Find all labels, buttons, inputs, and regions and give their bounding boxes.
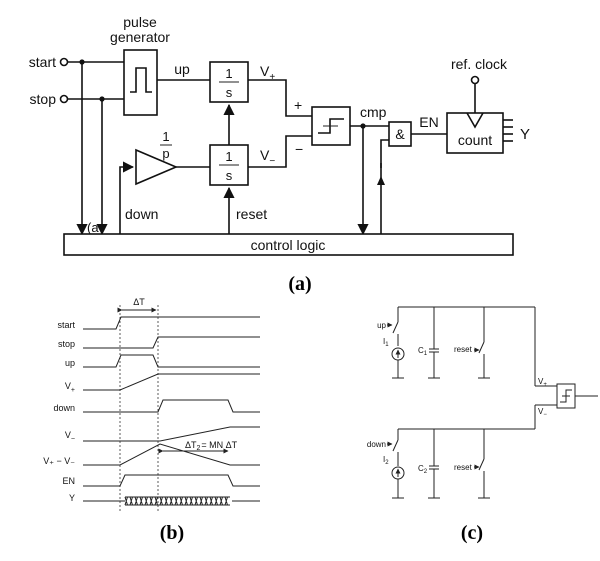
row-label-en: EN bbox=[62, 476, 75, 486]
down-switch-label: down bbox=[367, 440, 386, 449]
panel-c-circuit: up I1 C1 reset V+ down I2 bbox=[367, 306, 598, 544]
caption-c: (c) bbox=[461, 522, 483, 544]
wave-v-plus bbox=[83, 373, 260, 391]
ref-clock-terminal bbox=[470, 75, 480, 85]
v-plus-wire bbox=[248, 79, 312, 117]
integrator-bottom-den: s bbox=[226, 168, 233, 183]
reset2-blade bbox=[478, 458, 485, 471]
panel-a-block-diagram: start stop (a pulse generator up 1 s 1 s… bbox=[29, 14, 530, 295]
down-label: down bbox=[125, 206, 158, 222]
wave-up bbox=[83, 354, 260, 368]
pulse-generator-block bbox=[123, 49, 158, 116]
up-switch-blade bbox=[392, 321, 399, 334]
v-plus-label: V+ bbox=[260, 63, 275, 83]
current-source-1-label: I1 bbox=[383, 337, 389, 348]
row-label-up: up bbox=[65, 358, 75, 368]
integrator-top-block bbox=[209, 61, 249, 103]
reset-label: reset bbox=[236, 206, 267, 222]
delta-t2-label: ΔT2= MN ΔT bbox=[185, 440, 238, 452]
y-output-label: Y bbox=[520, 126, 530, 143]
reset2-label: reset bbox=[454, 463, 473, 472]
wave-start bbox=[83, 316, 260, 330]
down-switch-blade bbox=[392, 439, 399, 452]
c1-label: C1 bbox=[418, 346, 428, 357]
reset1-blade bbox=[478, 341, 485, 354]
wave-v-minus bbox=[83, 426, 260, 442]
cmp-label: cmp bbox=[360, 104, 387, 120]
v-plus-node-label: V+ bbox=[538, 377, 547, 388]
control-logic-label: control logic bbox=[251, 237, 326, 253]
wave-v-diff bbox=[83, 443, 260, 466]
start-terminal bbox=[59, 57, 69, 67]
and-second-input bbox=[380, 139, 389, 168]
and-arrowhead bbox=[377, 176, 385, 185]
c2-label: C2 bbox=[418, 464, 428, 475]
gain-den: p bbox=[162, 146, 169, 161]
up-switch-label: up bbox=[377, 321, 386, 330]
wave-down bbox=[83, 399, 260, 413]
pulse-glyph bbox=[130, 67, 152, 93]
caption-a: (a) bbox=[288, 273, 311, 295]
wave-stop bbox=[83, 336, 260, 349]
start-label: start bbox=[29, 54, 56, 70]
v-minus-wire bbox=[248, 135, 312, 168]
comparator-plus-sign: + bbox=[294, 97, 302, 113]
row-label-y: Y bbox=[69, 493, 75, 503]
en-label: EN bbox=[419, 114, 438, 130]
comparator-minus-sign: − bbox=[295, 141, 303, 157]
and-gate-symbol: & bbox=[395, 126, 405, 142]
row-label-down: down bbox=[53, 403, 75, 413]
row-label-v-minus: V− bbox=[65, 430, 75, 443]
row-label-start: start bbox=[57, 320, 75, 330]
integrator-bottom-num: 1 bbox=[225, 149, 232, 164]
ref-clock-label: ref. clock bbox=[451, 56, 508, 72]
delta-t-label: ΔT bbox=[133, 297, 145, 307]
up-label: up bbox=[174, 61, 190, 77]
gain-num: 1 bbox=[162, 129, 169, 144]
integrator-top-den: s bbox=[226, 85, 233, 100]
pulse-generator-label-2: generator bbox=[110, 29, 170, 45]
v-minus-node-label: V− bbox=[538, 407, 547, 418]
integrator-top-num: 1 bbox=[225, 66, 232, 81]
counter-label: count bbox=[458, 132, 492, 148]
pulse-generator-label-1: pulse bbox=[123, 14, 157, 30]
counter-clock-mark bbox=[466, 112, 484, 129]
reset1-label: reset bbox=[454, 345, 473, 354]
wave-en bbox=[83, 474, 260, 487]
caption-b: (b) bbox=[160, 522, 184, 544]
stop-label: stop bbox=[30, 91, 57, 107]
stop-terminal bbox=[59, 94, 69, 104]
stray-annotation: (a bbox=[87, 220, 99, 235]
down-wire bbox=[119, 161, 135, 234]
panel-b-timing-diagram: ΔT start stop up V+ down V− V₊ − V₋ EN Y… bbox=[43, 297, 260, 544]
v-minus-label: V− bbox=[260, 147, 275, 167]
row-label-v-plus: V+ bbox=[65, 381, 75, 394]
row-label-v-diff: V₊ − V₋ bbox=[43, 456, 75, 466]
wave-y-crosshatch bbox=[124, 496, 228, 506]
gain-triangle bbox=[135, 148, 179, 186]
current-source-2-label: I2 bbox=[383, 455, 389, 466]
row-label-stop: stop bbox=[58, 339, 75, 349]
control-logic-block bbox=[63, 233, 514, 256]
